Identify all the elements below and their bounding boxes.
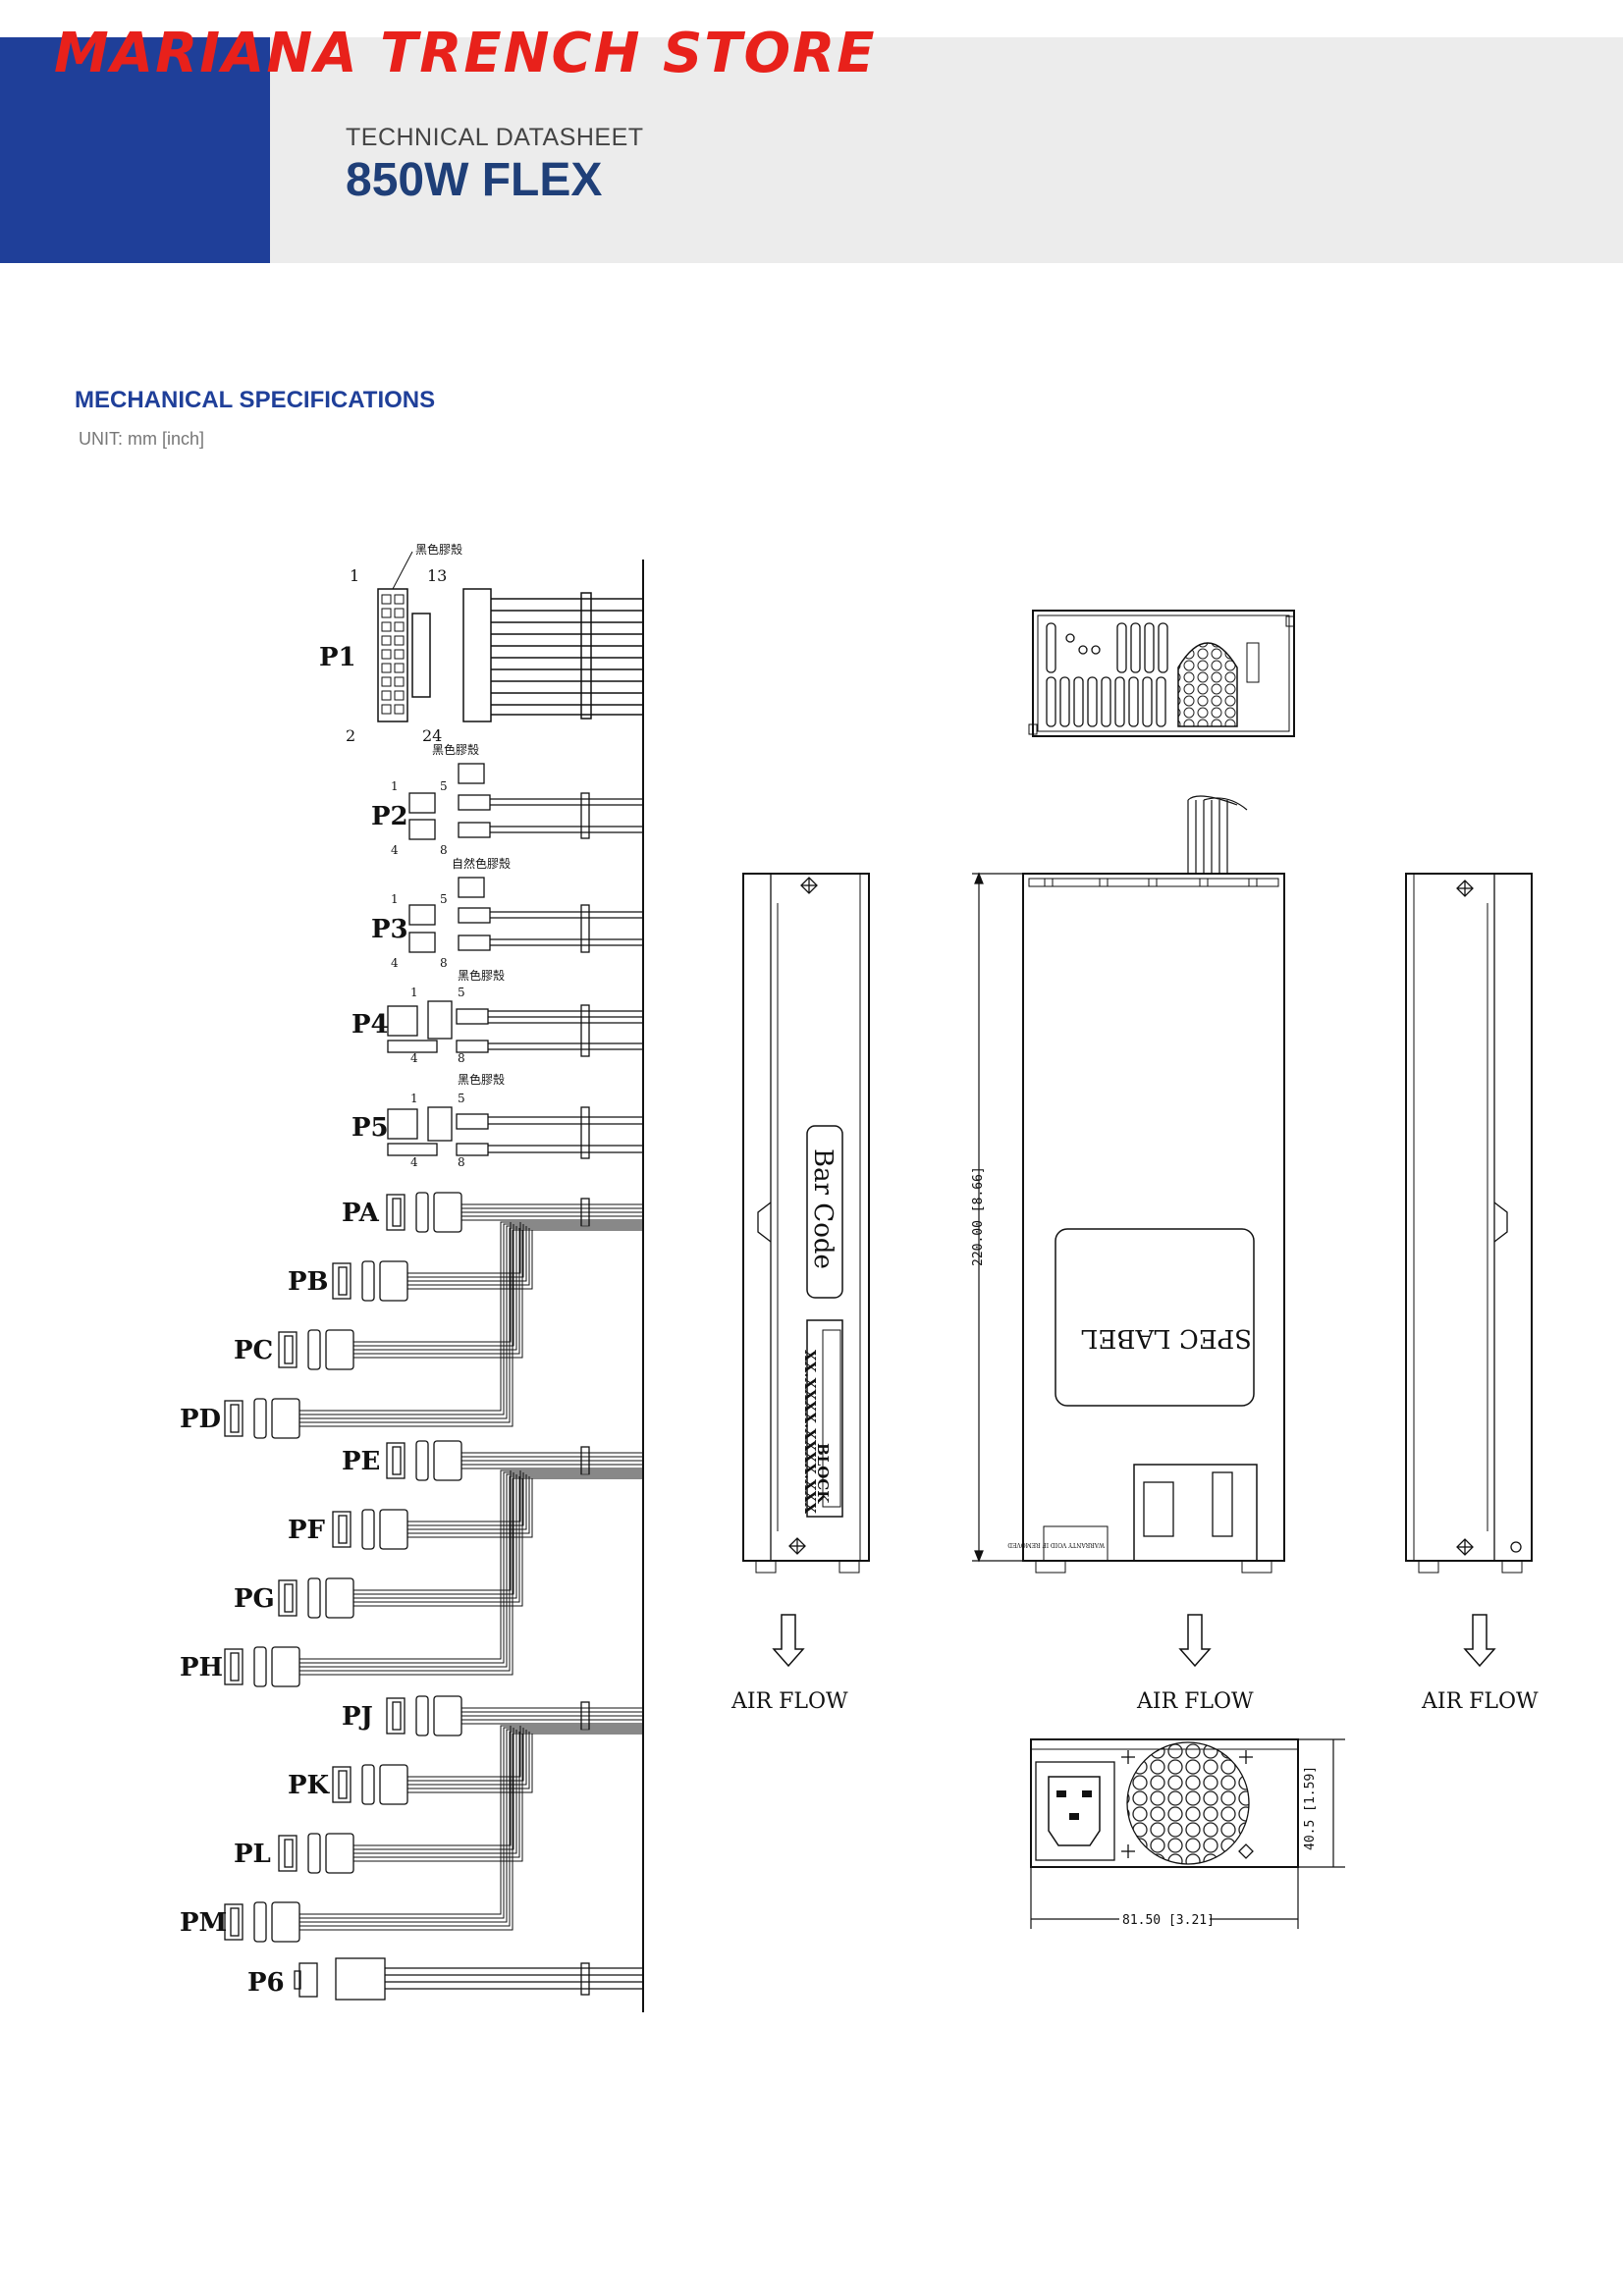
- airflow-arrow-left: [772, 1614, 805, 1668]
- sata-connector-pf: [332, 1469, 643, 1550]
- sata-label-pd: PD: [180, 1405, 221, 1434]
- p5-housing-note: 黑色膠殼: [458, 1073, 505, 1087]
- length-dimension: [972, 872, 1023, 1563]
- p3-label: P3: [371, 915, 408, 944]
- p3-housing-note: 自然色膠殼: [452, 856, 511, 871]
- p4-pin-1: 1: [410, 986, 418, 999]
- p5-label: P5: [352, 1113, 389, 1143]
- connector-p5: [387, 1106, 643, 1159]
- unit-note: UNIT: mm [inch]: [79, 429, 205, 449]
- sata-label-pj: PJ: [342, 1702, 373, 1732]
- store-name: MARIANA TRENCH STORE: [54, 22, 877, 85]
- front-view: [1022, 873, 1285, 1574]
- airflow-label-left: AIR FLOW: [730, 1689, 848, 1714]
- sata-label-pa: PA: [342, 1199, 380, 1228]
- sata-label-pc: PC: [234, 1336, 273, 1365]
- sata-label-pm: PM: [180, 1908, 227, 1938]
- sata-connector-pm: [224, 1725, 643, 1943]
- section-title: MECHANICAL SPECIFICATIONS: [75, 387, 436, 413]
- cable-bundle: [1187, 795, 1248, 874]
- connector-p1: [377, 551, 643, 722]
- p2-housing-note: 黑色膠殼: [432, 743, 479, 757]
- p4-label: P4: [352, 1010, 389, 1040]
- rear-view: [1030, 1738, 1299, 1868]
- sata-connector-pj: [386, 1695, 643, 1736]
- p3-pin-4: 4: [391, 956, 399, 970]
- p2-pin-5: 5: [440, 779, 448, 793]
- p1-label: P1: [319, 643, 356, 672]
- p2-label: P2: [371, 802, 408, 831]
- p4-pin-5: 5: [458, 986, 465, 999]
- block-number: XX.XXXX.XXXX.XXX: [801, 1350, 819, 1514]
- connector-p4: [387, 1000, 643, 1057]
- sata-label-pe: PE: [342, 1447, 380, 1476]
- left-side-view: [742, 873, 870, 1574]
- connector-p6: [294, 1957, 643, 2001]
- p4-housing-note: 黑色膠殼: [458, 969, 505, 983]
- sata-label-pk: PK: [288, 1771, 331, 1800]
- sata-label-pb: PB: [288, 1267, 329, 1297]
- top-view: [1028, 610, 1295, 737]
- p3-pin-8: 8: [440, 956, 448, 970]
- connector-p2: [408, 763, 643, 840]
- sata-connector-pe: [386, 1440, 643, 1481]
- p6-label: P6: [247, 1968, 285, 1998]
- sata-label-pg: PG: [234, 1584, 275, 1614]
- product-title: 850W FLEX: [346, 154, 603, 206]
- block-text: BLOCK: [814, 1443, 832, 1504]
- airflow-label-front: AIR FLOW: [1136, 1689, 1254, 1714]
- airflow-label-right: AIR FLOW: [1421, 1689, 1539, 1714]
- sata-connector-pb: [332, 1221, 643, 1302]
- p2-pin-1: 1: [391, 779, 399, 793]
- connector-p3: [408, 877, 643, 953]
- rear-view-dimensions: [1030, 1738, 1345, 1929]
- p1-pin-13: 13: [427, 566, 447, 585]
- sata-label-pf: PF: [288, 1516, 326, 1545]
- p2-pin-8: 8: [440, 843, 448, 857]
- sata-connector-pa: [386, 1192, 643, 1233]
- p1-housing-note: 黑色膠殼: [415, 543, 462, 557]
- sata-label-ph: PH: [180, 1653, 223, 1682]
- sata-connectors: PA PB PC PD PE PF PG PH PJ PK PL PM: [180, 1192, 643, 1943]
- height-dimension-label: 40.5 [1.59]: [1303, 1766, 1318, 1850]
- warranty-sticker: WARRANTY VOID IF REMOVED: [1007, 1541, 1105, 1548]
- airflow-arrow-front: [1178, 1614, 1212, 1668]
- length-dimension-label: 220.00 [8.66]: [971, 1166, 986, 1266]
- header-banner: TECHNICAL DATASHEET 850W FLEX: [0, 37, 1623, 263]
- p1-pin-2: 2: [346, 726, 355, 745]
- p4-pin-4: 4: [410, 1051, 418, 1065]
- p3-pin-1: 1: [391, 892, 399, 906]
- right-side-view: [1405, 873, 1533, 1574]
- p5-pin-8: 8: [458, 1155, 465, 1169]
- p3-pin-5: 5: [440, 892, 448, 906]
- p5-pin-1: 1: [410, 1092, 418, 1105]
- width-dimension-label: 81.50 [3.21]: [1122, 1913, 1215, 1928]
- sata-connector-pd: [224, 1221, 643, 1439]
- barcode-label: Bar Code: [808, 1148, 838, 1269]
- doc-type: TECHNICAL DATASHEET: [346, 124, 644, 151]
- p5-pin-4: 4: [410, 1155, 418, 1169]
- sata-connector-pk: [332, 1725, 643, 1805]
- p2-pin-4: 4: [391, 843, 399, 857]
- p5-pin-5: 5: [458, 1092, 465, 1105]
- brand-color-block: [0, 37, 270, 263]
- p1-pin-24: 24: [422, 726, 442, 745]
- sata-connector-ph: [224, 1469, 643, 1687]
- sata-label-pl: PL: [234, 1840, 271, 1869]
- p1-pin-1: 1: [350, 566, 359, 585]
- p4-pin-8: 8: [458, 1051, 465, 1065]
- airflow-arrow-right: [1463, 1614, 1496, 1668]
- spec-label: SPEC LABEL: [1081, 1323, 1252, 1353]
